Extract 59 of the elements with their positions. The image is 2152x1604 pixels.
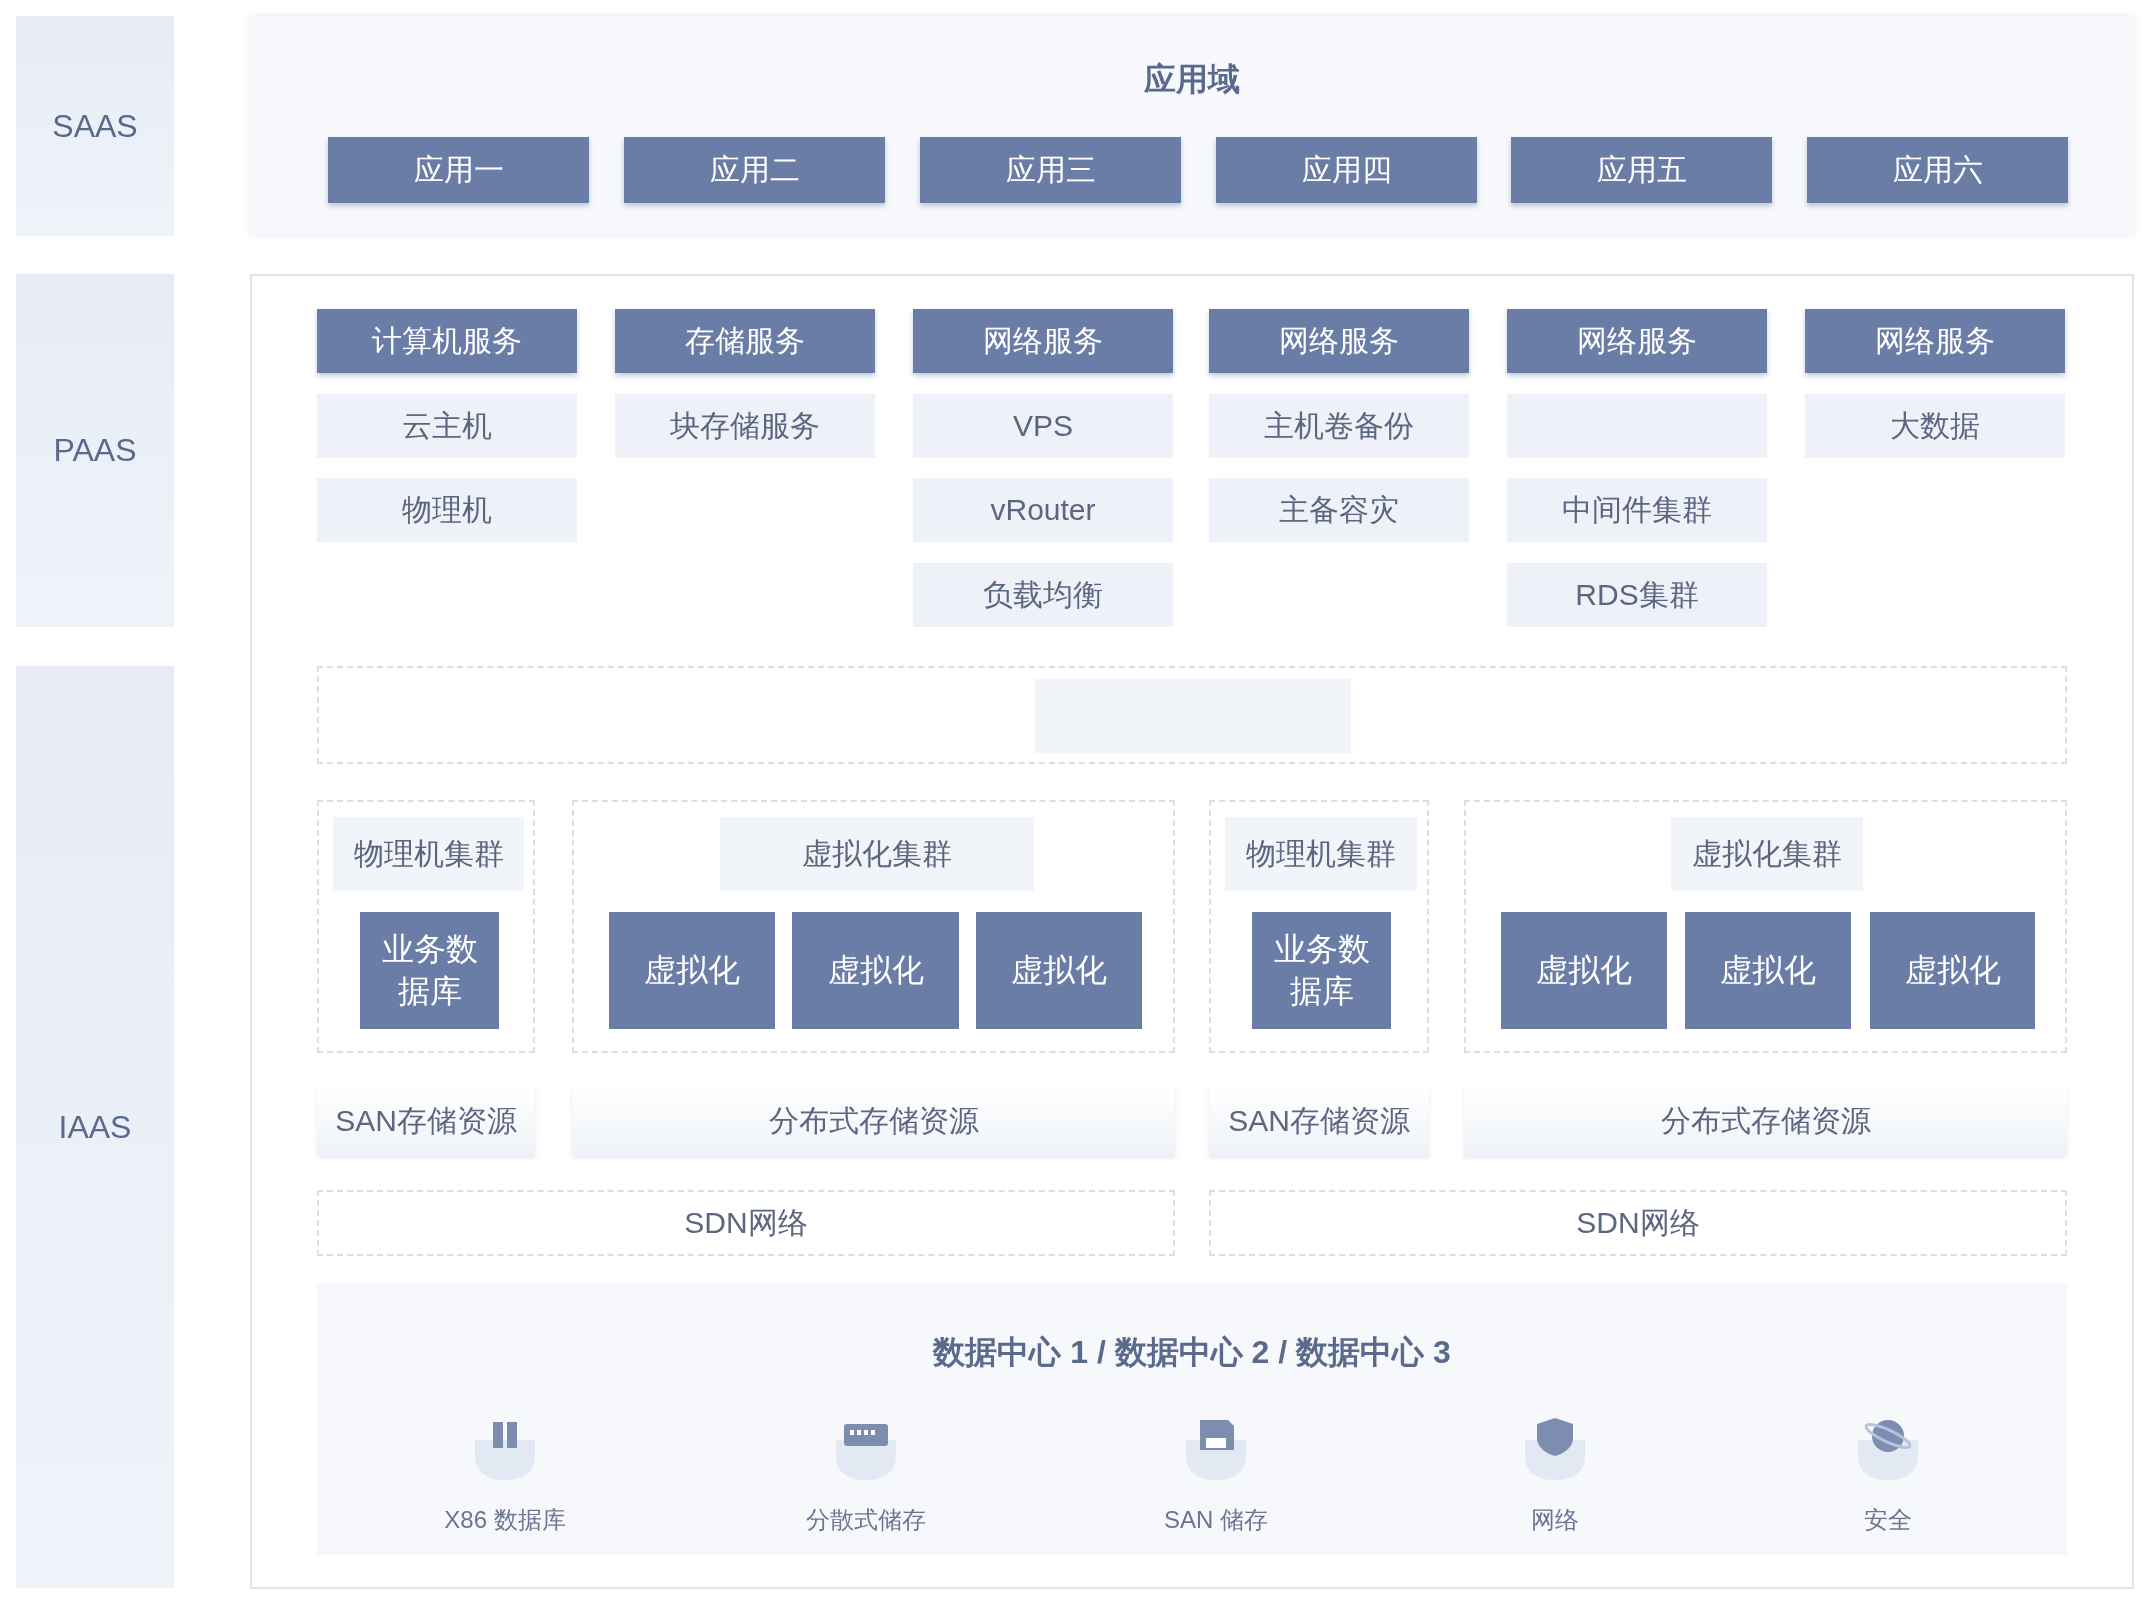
- service-header: 存储服务: [615, 309, 875, 373]
- dashed-group: [317, 666, 2067, 764]
- storage-box: SAN存储资源: [317, 1087, 535, 1156]
- service-box: 主备容灾: [1209, 478, 1469, 542]
- panel-title: 应用域: [1143, 60, 1241, 99]
- cluster-box: 业务数据库: [360, 912, 499, 1029]
- storage-box: 分布式存储资源: [572, 1087, 1175, 1156]
- service-box: 云主机: [317, 394, 577, 458]
- icon-label: 分散式储存: [805, 1505, 927, 1535]
- panel-background: [250, 274, 2134, 1589]
- cluster-label: 虚拟化集群: [1671, 817, 1863, 891]
- layer-band: IAAS: [16, 666, 174, 1588]
- cluster-box: 虚拟化: [976, 912, 1142, 1029]
- icon-label: X86 数据库: [443, 1505, 567, 1535]
- cluster-box: 虚拟化: [1501, 912, 1667, 1029]
- dashed-group: [572, 800, 1175, 1053]
- cluster-box: 虚拟化: [1685, 912, 1851, 1029]
- app-box: 应用一: [328, 137, 589, 203]
- app-box: 应用六: [1807, 137, 2068, 203]
- service-box: vRouter: [913, 478, 1173, 542]
- service-box: 块存储服务: [615, 394, 875, 458]
- cluster-box: 虚拟化: [1870, 912, 2035, 1029]
- app-box: 应用二: [624, 137, 885, 203]
- service-box: 中间件集群: [1507, 478, 1767, 542]
- layer-band: SAAS: [16, 16, 174, 236]
- cluster-box: 虚拟化: [792, 912, 959, 1029]
- dashed-group: [317, 800, 535, 1053]
- storage-box: SAN存储资源: [1209, 1087, 1429, 1156]
- cluster-box: 虚拟化: [609, 912, 775, 1029]
- cluster-label: 虚拟化集群: [720, 817, 1034, 891]
- icon-label: SAN 储存: [1163, 1505, 1269, 1535]
- dashed-group: SDN网络: [1209, 1190, 2067, 1256]
- service-box: 大数据: [1805, 394, 2065, 458]
- app-box: 应用五: [1511, 137, 1772, 203]
- service-header: 网络服务: [1209, 309, 1469, 373]
- service-box: VPS: [913, 394, 1173, 458]
- service-header: 网络服务: [1805, 309, 2065, 373]
- service-box: 主机卷备份: [1209, 394, 1469, 458]
- storage-box: 分布式存储资源: [1464, 1087, 2067, 1156]
- cluster-label: 物理机集群: [333, 817, 524, 891]
- dashed-group: SDN网络: [317, 1190, 1175, 1256]
- icon-label: 网络: [1530, 1505, 1580, 1535]
- service-box: 物理机: [317, 478, 577, 542]
- layer-band: PAAS: [16, 274, 174, 627]
- cluster-label: 物理机集群: [1225, 817, 1417, 891]
- service-box: RDS集群: [1507, 563, 1767, 627]
- service-box: 负载均衡: [913, 563, 1173, 627]
- cluster-box: 业务数据库: [1252, 912, 1391, 1029]
- service-header: 网络服务: [1507, 309, 1767, 373]
- panel-background: [250, 16, 2134, 236]
- panel-title: 数据中心 1 / 数据中心 2 / 数据中心 3: [931, 1333, 1452, 1372]
- service-header: 网络服务: [913, 309, 1173, 373]
- app-box: 应用四: [1216, 137, 1477, 203]
- icon-label: 安全: [1863, 1505, 1913, 1535]
- app-box: 应用三: [920, 137, 1181, 203]
- service-header: 计算机服务: [317, 309, 577, 373]
- dashed-group: [1464, 800, 2067, 1053]
- datacenter-panel: [317, 1283, 2067, 1555]
- dashed-group: [1209, 800, 1429, 1053]
